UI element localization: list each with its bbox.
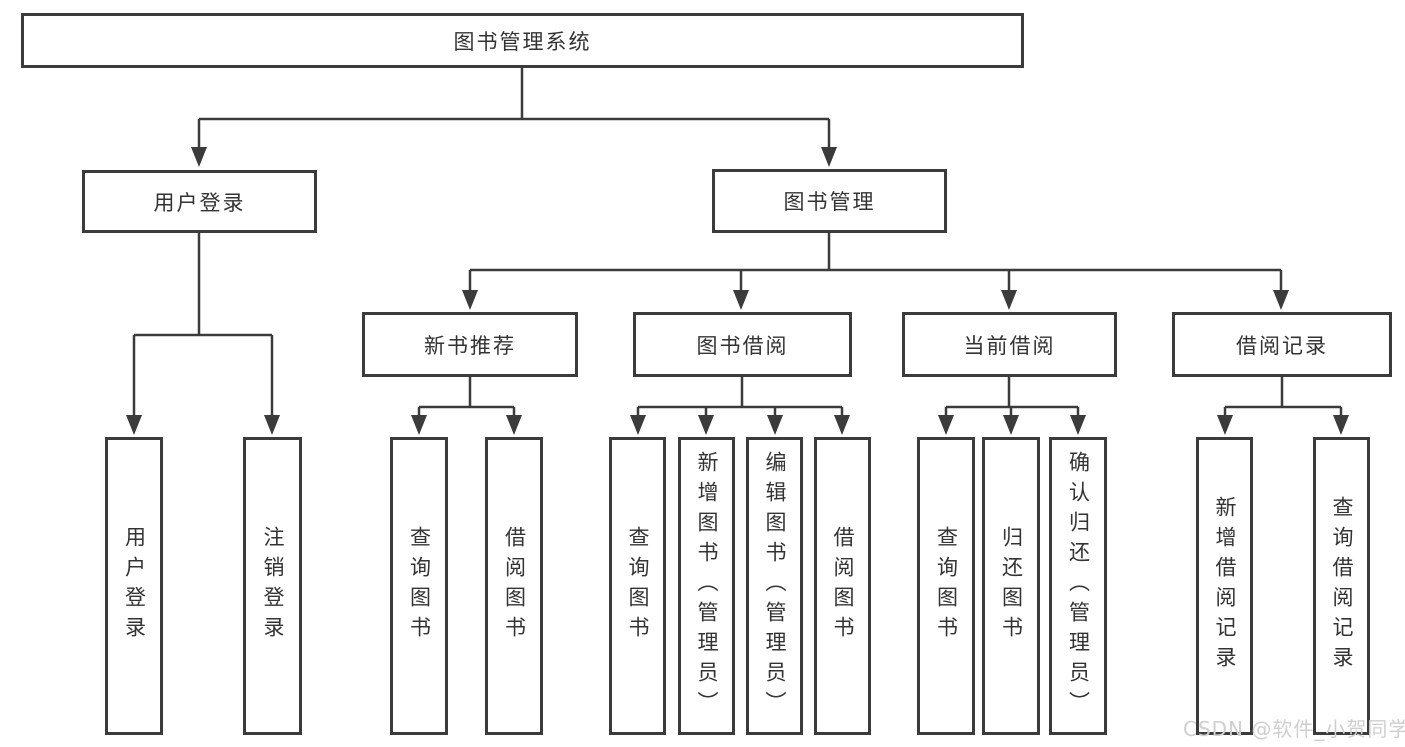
leaf-label: 新增图书（管理员） (695, 451, 719, 721)
node-library-management-system: 图书管理系统 (21, 13, 1024, 68)
node-label: 图书管理 (783, 190, 876, 214)
csdn-watermark: CSDN @软件_小贺同学 (1183, 717, 1405, 741)
leaf-label: 新增借阅记录 (1213, 496, 1237, 676)
leaf-return-book: 归还图书 (982, 437, 1040, 735)
node-label: 当前借阅 (963, 333, 1056, 358)
node-current-borrow: 当前借阅 (902, 312, 1117, 377)
leaf-query-books-current: 查询图书 (917, 437, 975, 735)
leaf-label: 借阅图书 (502, 526, 527, 646)
leaf-borrow-books-recommend: 借阅图书 (485, 437, 543, 735)
leaf-borrow-books: 借阅图书 (814, 437, 871, 735)
node-label: 图书借阅 (696, 333, 789, 358)
leaf-add-borrow-record: 新增借阅记录 (1196, 437, 1253, 735)
leaf-label: 查询借阅记录 (1330, 496, 1354, 676)
node-new-book-recommend: 新书推荐 (362, 312, 578, 377)
node-label: 用户登录 (153, 190, 246, 215)
leaf-user-login: 用户登录 (105, 437, 163, 735)
node-borrow-records: 借阅记录 (1172, 312, 1392, 377)
node-book-management: 图书管理 (712, 169, 947, 233)
leaf-query-books-recommend: 查询图书 (390, 437, 448, 735)
leaf-label: 确认归还（管理员） (1066, 451, 1091, 721)
leaf-label: 归还图书 (999, 526, 1024, 646)
leaf-label: 借阅图书 (831, 526, 855, 646)
leaf-label: 查询图书 (407, 526, 432, 646)
leaf-label: 用户登录 (122, 526, 147, 646)
leaf-query-books-borrow: 查询图书 (609, 437, 666, 735)
leaf-label: 注销登录 (261, 526, 285, 646)
node-label: 借阅记录 (1236, 333, 1328, 358)
arrowheads (126, 147, 1349, 435)
leaf-confirm-return-admin: 确认归还（管理员） (1049, 437, 1107, 735)
leaf-edit-book-admin: 编辑图书（管理员） (746, 437, 803, 735)
leaf-add-book-admin: 新增图书（管理员） (678, 437, 735, 735)
leaf-query-borrow-record: 查询借阅记录 (1313, 437, 1370, 735)
leaf-label: 查询图书 (626, 526, 650, 646)
node-user-login: 用户登录 (82, 170, 317, 233)
node-label: 图书管理系统 (453, 29, 592, 54)
node-book-borrow: 图书借阅 (633, 312, 852, 377)
leaf-logout: 注销登录 (243, 437, 302, 735)
leaf-label: 编辑图书（管理员） (763, 451, 787, 721)
leaf-label: 查询图书 (934, 526, 959, 646)
node-label: 新书推荐 (424, 333, 516, 358)
